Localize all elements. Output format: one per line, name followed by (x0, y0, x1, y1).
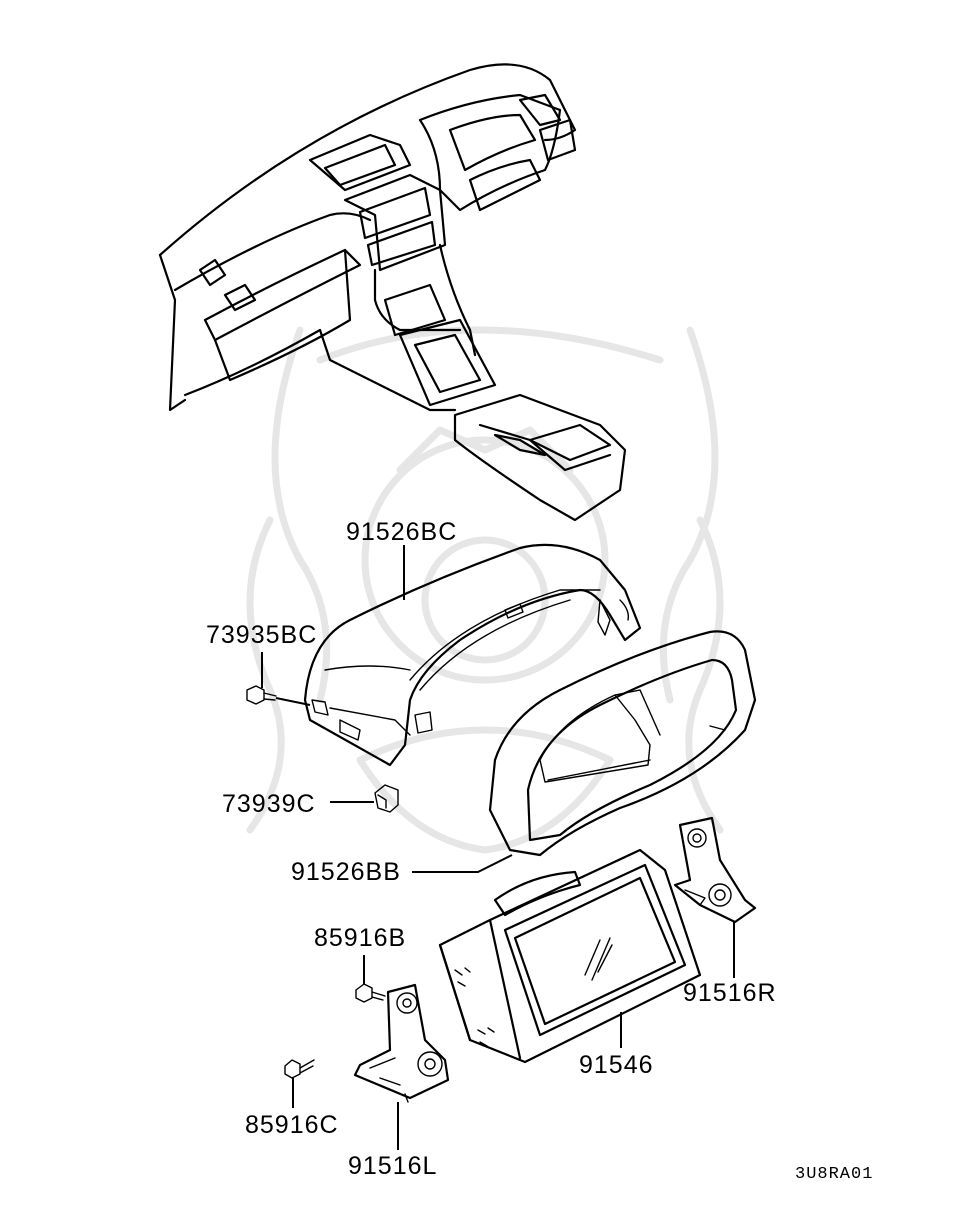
label-bolt-b: 85916B (314, 924, 406, 952)
clip-73939C (330, 784, 399, 813)
bezel-upper-91526BC (303, 543, 642, 767)
label-screw: 73935BC (206, 621, 317, 649)
label-bezel-upper: 91526BC (346, 518, 457, 546)
bezel-lower-91526BB (488, 630, 757, 857)
dashboard-illustration (158, 63, 627, 522)
bracket-left-91516L (353, 983, 450, 1150)
label-bezel-lower: 91526BB (291, 858, 401, 886)
label-bolt-c: 85916C (245, 1111, 339, 1139)
watermark-emblem (246, 326, 724, 854)
bracket-right-91516R (673, 816, 757, 978)
diagram-code: 3U8RA01 (795, 1165, 873, 1184)
screw-73935BC (246, 652, 311, 706)
label-display-unit: 91546 (579, 1051, 654, 1079)
display-unit-91546 (438, 848, 702, 1064)
bolt-85916C (284, 1059, 315, 1108)
label-bracket-right: 91516R (683, 979, 777, 1007)
label-clip: 73939C (222, 790, 316, 818)
bolt-85916B (355, 955, 386, 1003)
leader-91526BB (412, 854, 513, 873)
label-bracket-left: 91516L (348, 1152, 437, 1180)
